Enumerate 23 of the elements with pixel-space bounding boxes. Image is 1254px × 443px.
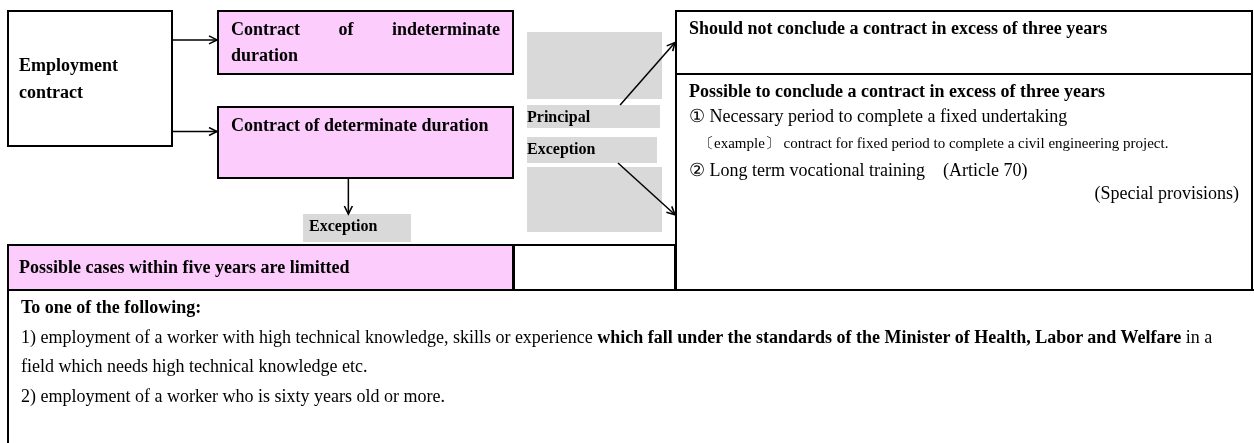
example-note: 〔example〕 contract for fixed period to complete a civil engineering project. [698,134,1170,154]
cell-heading: Possible to conclude a contract in excess of three years [689,80,1107,103]
text-panel [7,289,1254,443]
process-box: Possible cases within five years are limitted [7,244,514,291]
arrow [172,126,218,137]
category-label: Exception [527,137,657,163]
list-item: ① Necessary period to complete a fixed undertaking [689,105,1069,129]
table-cell [675,73,1253,291]
arrow [619,41,676,106]
list-item: 2) employment of a worker who is sixty years old or more. [21,385,446,409]
category-label: Exception [303,214,411,242]
arrow [343,178,354,215]
list-item: ② Long term vocational training (Article 70) [689,159,1029,183]
table-cell: Should not conclude a contract in excess of three years [675,10,1253,75]
list-item: 1) employment of a worker with high technical knowledge, skills or experience which fall under the standards of the Minister of Health, Labor and Welfare in a field which needs high technical knowledge etc. [21,325,1214,379]
category-label: Principal [527,105,660,128]
note: (Special provisions) [1093,181,1239,205]
arrow [172,35,218,45]
process-box: Employment contract [7,10,173,147]
process-box: Contract of indeterminate duration [217,10,514,75]
process-box: Contract of determinate duration [217,106,514,179]
arrow [617,162,676,216]
section-heading: To one of the following: [21,296,203,319]
